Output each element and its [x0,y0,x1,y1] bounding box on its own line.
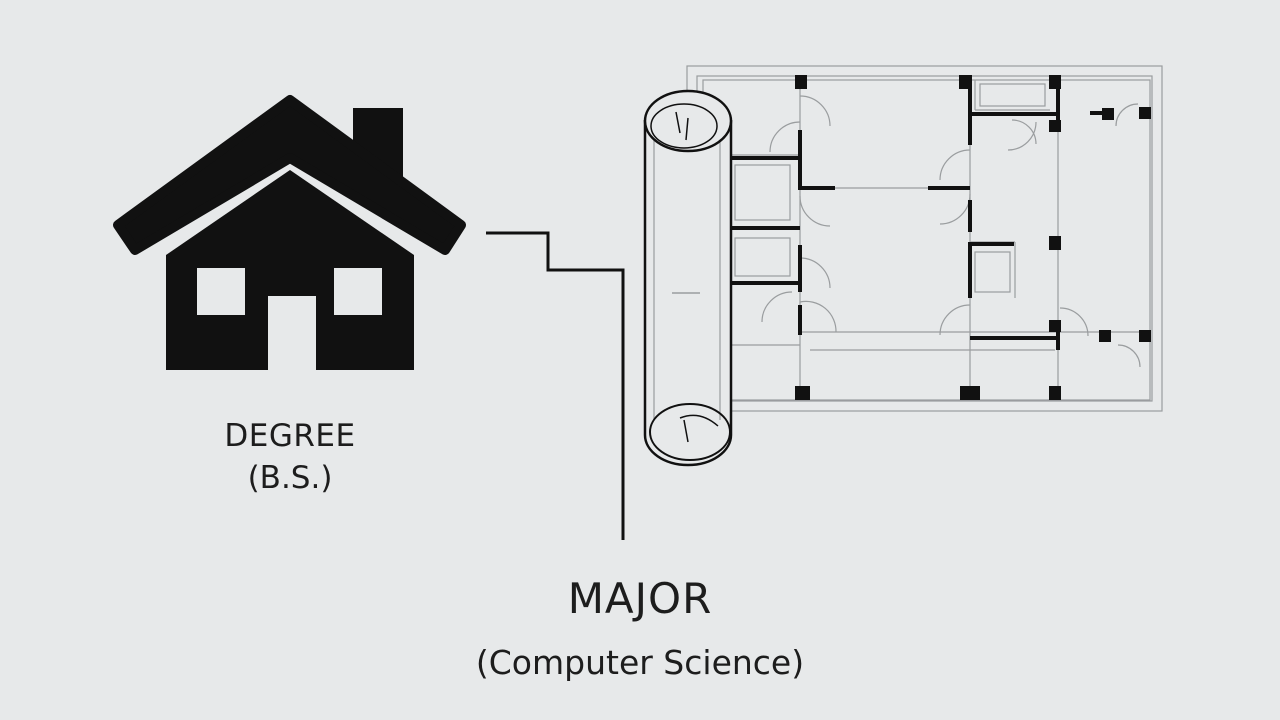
floor-plan-columns [795,75,1151,400]
degree-subtitle: (B.S.) [247,460,333,496]
connector-line [486,231,625,540]
house-icon [113,95,466,370]
blueprint-scroll-icon [643,89,733,467]
floor-plan [686,65,1163,412]
major-title: MAJOR [567,574,713,623]
degree-title: DEGREE [224,418,356,454]
major-subtitle: (Computer Science) [475,643,805,682]
floor-plan-walls [730,80,1110,350]
